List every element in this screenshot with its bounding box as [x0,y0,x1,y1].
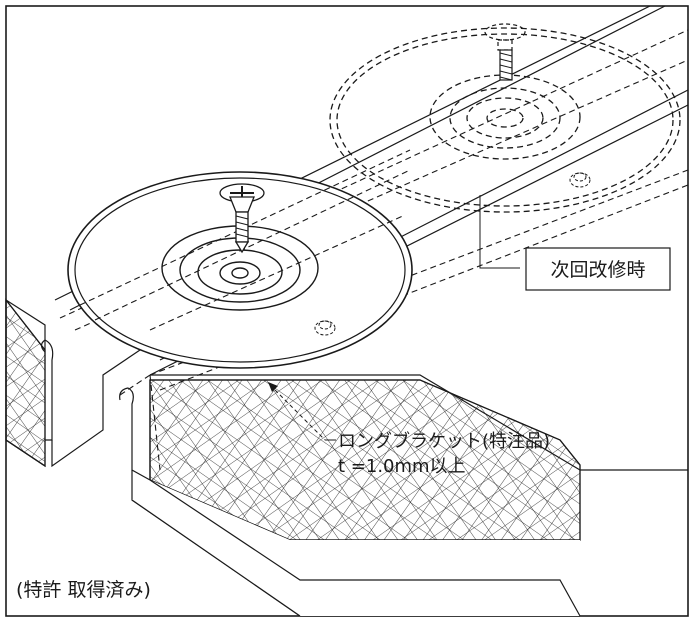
patent-label: (特許 取得済み) [16,579,151,601]
screw-current [219,183,265,254]
leader-next-repair [479,195,520,269]
left-roof-panel [5,298,141,468]
next-repair-label: 次回改修時 [550,259,645,281]
screw-next-repair [484,23,526,81]
bracket-name-label: ロングブラケット(特注品) [338,430,550,452]
rivet-marker [314,172,591,336]
leader-bracket [269,384,326,441]
bracket-thickness-label: t =1.0mm以上 [338,456,466,477]
leader-arrowhead [268,382,278,392]
next-repair-box [525,247,671,291]
